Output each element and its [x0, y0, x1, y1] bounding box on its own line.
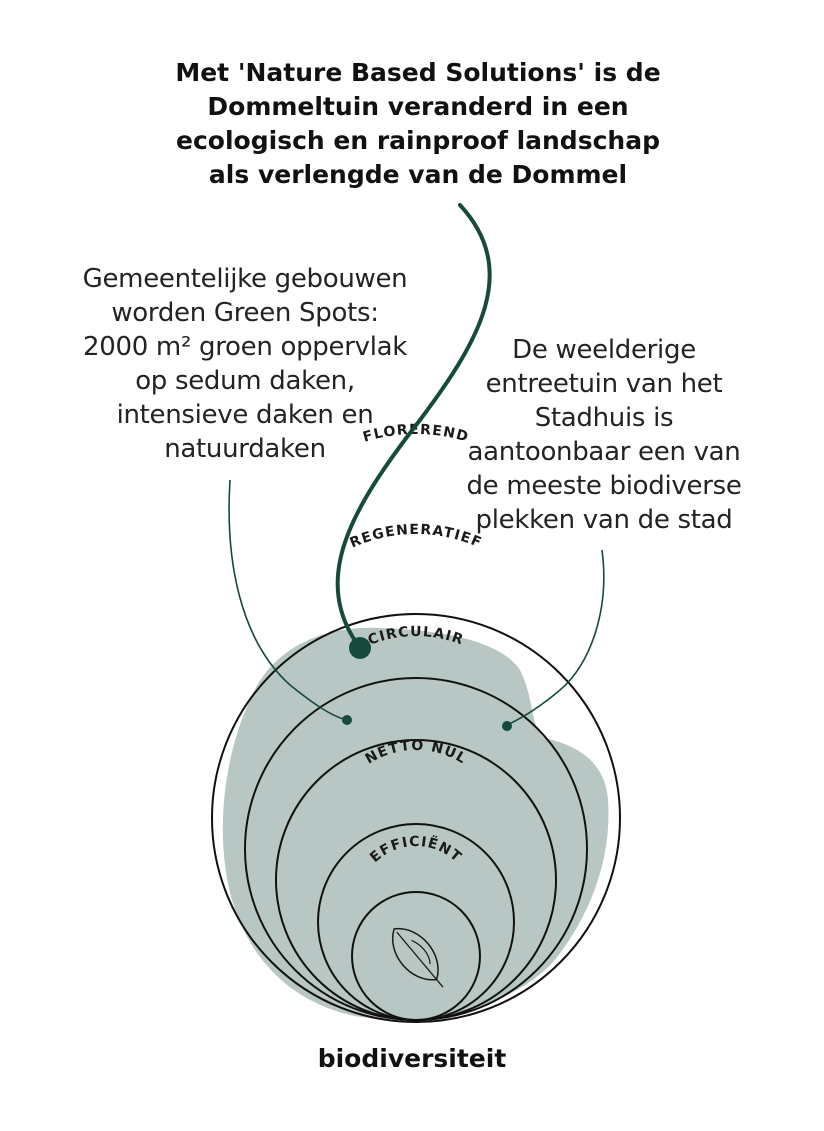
headline: Met 'Nature Based Solutions' is de Domme… [140, 56, 696, 192]
connector-left-callout [228, 479, 347, 721]
connector-dot-stadhuis [502, 721, 512, 731]
callout-line: De weelderige [512, 335, 696, 365]
connector-right-callout [506, 549, 605, 726]
callout-line: de meeste biodiverse [466, 471, 742, 501]
callout-line: natuurdaken [164, 434, 326, 464]
callout-line: entreetuin van het [485, 369, 723, 399]
connector-headline [335, 203, 492, 650]
headline-line: ecologisch en rainproof landschap [176, 126, 660, 155]
callout-green-spots: Gemeentelijke gebouwen worden Green Spot… [40, 262, 450, 466]
headline-line: Dommeltuin veranderd in een [207, 92, 629, 121]
connector-dot-regeneratief [349, 637, 371, 659]
headline-line: als verlengde van de Dommel [208, 160, 628, 189]
callout-line: intensieve daken en [116, 400, 374, 430]
callout-line: Stadhuis is [534, 403, 674, 433]
leaf-icon [391, 928, 444, 988]
callout-line: aantoonbaar een van [467, 437, 741, 467]
ring-label: REGENERATIEF [348, 522, 485, 551]
callout-line: Gemeentelijke gebouwen [82, 264, 408, 294]
ring-efficient [351, 891, 481, 1021]
callout-stadhuis-garden: De weelderige entreetuin van het Stadhui… [432, 333, 776, 537]
callout-line: worden Green Spots: [111, 298, 379, 328]
connector-dot-circulair [342, 715, 352, 725]
ring-florerend [211, 613, 621, 1023]
headline-line: Met 'Nature Based Solutions' is de [175, 58, 661, 87]
ring-label: FLOREREND [361, 422, 471, 446]
footer-label: biodiversiteit [317, 1044, 507, 1073]
callout-line: 2000 m² groen oppervlak [82, 332, 408, 362]
callout-line: op sedum daken, [135, 366, 355, 396]
callout-line: plekken van de stad [475, 505, 733, 535]
